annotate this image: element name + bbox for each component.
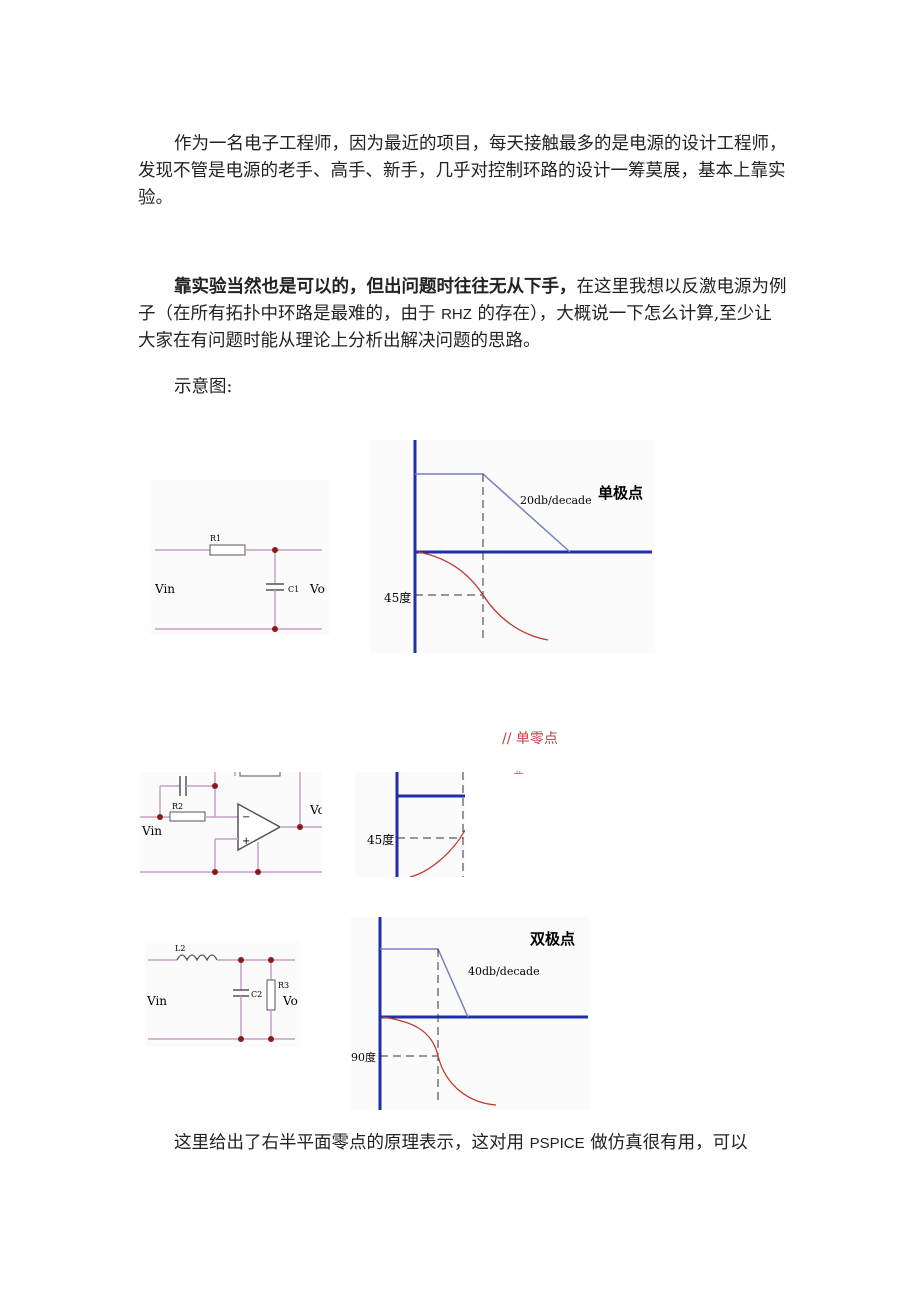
node-dot	[255, 869, 261, 875]
phase-label: 45度	[384, 590, 411, 605]
l2-inductor	[176, 954, 218, 962]
bode-title: 单极点	[598, 484, 643, 502]
method-text-a: 在这里我想以反激电源为例子（在所有拓扑中环路是最难的，由于	[138, 277, 787, 324]
r2-label: R2	[172, 802, 183, 811]
node-dot	[268, 957, 274, 963]
single-pole-circuit: R1 C1 Vin Vo	[150, 480, 330, 635]
r1-label: R1	[210, 534, 221, 543]
r3-label: R3	[278, 981, 289, 990]
phase-curve	[409, 829, 465, 877]
slope-label: 20db/decade	[520, 494, 592, 507]
vo-label: Vo	[309, 582, 325, 596]
figure2-cut-text: …曲…	[502, 768, 572, 774]
node-dot	[272, 626, 278, 632]
r3-resistor	[266, 979, 276, 1011]
vo-label: Vo	[309, 803, 322, 817]
phase-label: 90度	[351, 1050, 376, 1064]
op-amp	[237, 802, 282, 852]
phase-curve	[417, 551, 549, 641]
l2-label: L2	[175, 944, 185, 953]
r1-resistor	[209, 544, 246, 556]
vo-label: Vo	[282, 994, 298, 1008]
single-zero-circuit: − + R2 Vin Vo	[140, 772, 322, 877]
rhp-text-b: 做仿真很有用，可以	[590, 1133, 748, 1153]
slope-label: 40db/decade	[468, 965, 540, 978]
single-zero-bode: 45度	[355, 772, 465, 877]
double-pole-bode: 40db/decade 双极点 90度	[350, 917, 590, 1110]
node-dot	[272, 547, 278, 553]
intro-paragraph: 作为一名电子工程师，因为最近的项目，每天接触最多的是电源的设计工程师，发现不管是…	[138, 131, 788, 212]
plus-label: +	[242, 836, 250, 847]
node-dot	[157, 814, 163, 820]
single-pole-bode: 20db/decade 单极点 45度	[370, 440, 655, 653]
method-paragraph: 靠实验当然也是可以的，但出问题时往往无从下手，在这里我想以反激电源为例子（在所有…	[138, 274, 788, 355]
figure2-caption: // 单零点	[502, 731, 558, 747]
vin-label: Vin	[141, 824, 162, 838]
rhz-term: RHZ	[441, 306, 472, 323]
node-dot	[238, 957, 244, 963]
method-bold-text: 靠实验当然也是可以的，但出问题时往往无从下手，	[174, 277, 577, 297]
diagram-label: 示意图:	[174, 377, 233, 397]
c2-label: C2	[251, 990, 262, 999]
bode-title: 双极点	[530, 930, 575, 948]
intro-text: 作为一名电子工程师，因为最近的项目，每天接触最多的是电源的设计工程师，发现不管是…	[138, 134, 787, 208]
node-dot	[268, 1036, 274, 1042]
double-pole-circuit: L2 C2 R3 Vin Vo	[145, 942, 300, 1047]
vin-label: Vin	[146, 994, 167, 1008]
rhp-text-a: 这里给出了右半平面零点的原理表示，这对用	[174, 1133, 524, 1153]
feedback-resistor	[239, 772, 281, 777]
method-text-b: 的存在），大概说一下怎么计算,至少让大家在有问题时能从理论上分析出解决问题的思路…	[138, 304, 772, 351]
node-dot	[297, 824, 303, 830]
r2-resistor	[169, 811, 206, 822]
vin-label: Vin	[154, 582, 175, 596]
phase-curve	[381, 1016, 497, 1106]
node-dot	[238, 1036, 244, 1042]
diagram-label-paragraph: 示意图:	[138, 374, 788, 401]
node-dot	[212, 869, 218, 875]
phase-label: 45度	[367, 832, 394, 847]
c1-label: C1	[288, 585, 299, 594]
node-dot	[212, 783, 218, 789]
minus-label: −	[242, 812, 250, 823]
rhp-zero-paragraph: 这里给出了右半平面零点的原理表示，这对用 PSPICE 做仿真很有用，可以	[138, 1130, 838, 1157]
pspice-term: PSPICE	[529, 1135, 585, 1152]
